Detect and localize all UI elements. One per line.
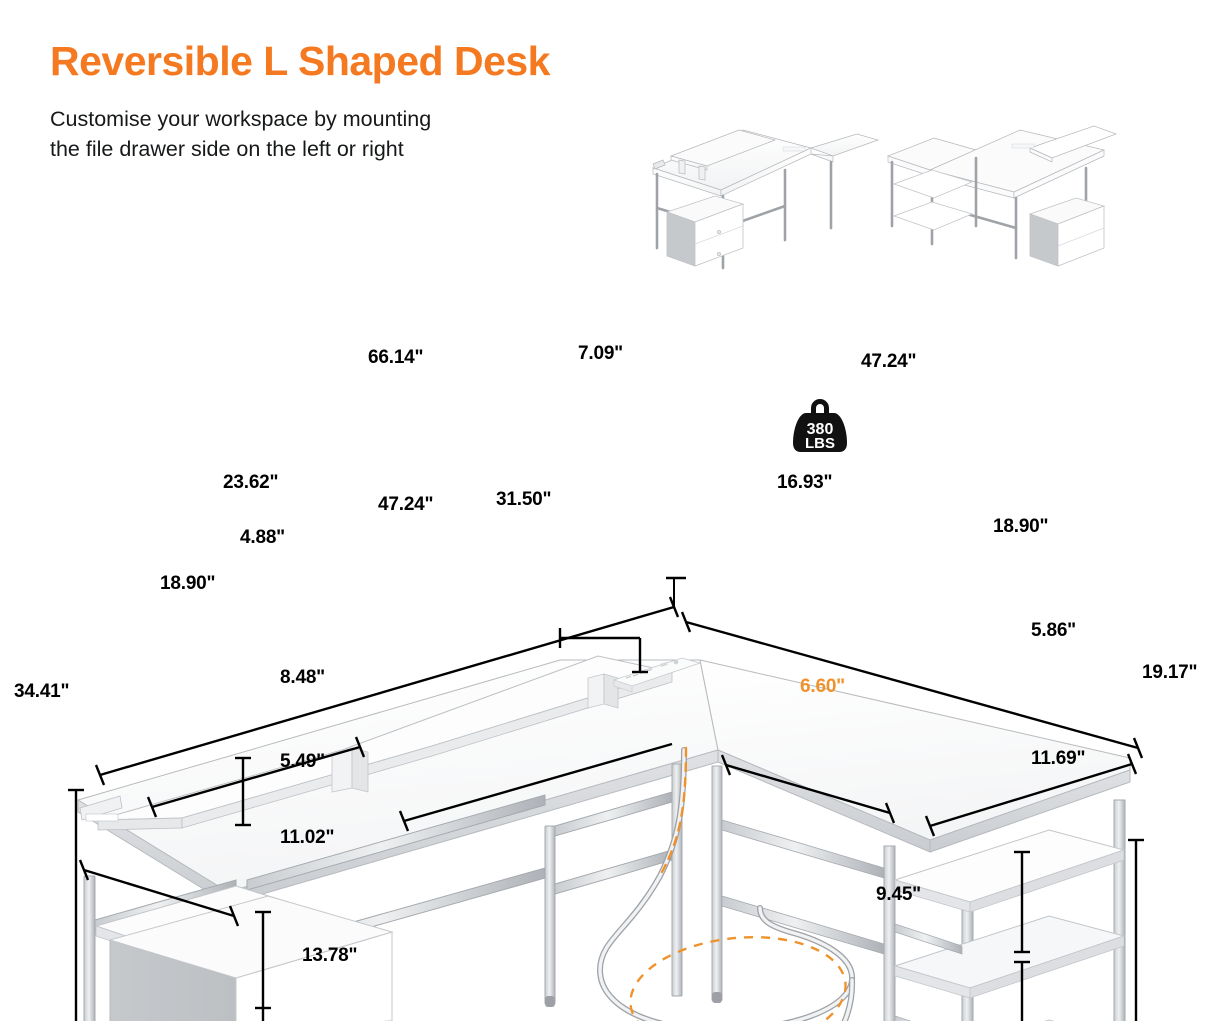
dim-power-cord-length: 6.60" [800,676,845,697]
dim-return-depth: 16.93" [777,472,833,493]
desk-illustration [76,655,1131,1026]
dim-overall-height: 34.41" [14,681,70,702]
page-title: Reversible L Shaped Desk [50,38,550,84]
dim-shelf-unit-height: 19.17" [1142,662,1198,683]
dim-desk-right-section: 31.50" [496,489,552,510]
dim-desk-long-top: 66.14" [368,347,424,368]
dimension-lines [68,576,1144,1026]
weight-value: 380 [807,421,834,438]
dim-drawer-upper: 5.49" [280,751,325,772]
weight-capacity-badge: 380 LBS [789,396,851,454]
main-isometric-diagram [0,280,1214,1026]
dim-monitor-stand-width: 23.62" [223,472,279,493]
dim-desk-left-section: 47.24" [378,494,434,515]
dim-desk-depth-left: 18.90" [160,573,216,594]
dim-shelf-unit-depth: 9.45" [876,884,921,905]
configuration-thumbnails [635,108,1125,283]
weight-kettlebell-icon [793,399,847,452]
page-subtitle: Customise your workspace by mounting the… [50,107,432,161]
thumbnail-drawer-left [635,108,880,283]
power-cord [596,746,856,1026]
dim-shelf-gap-lower: 11.69" [1031,748,1086,769]
dim-return-depth-right: 18.90" [993,516,1049,537]
file-drawer-cabinet [108,895,394,1026]
dim-monitor-stand-height: 4.88" [240,527,285,548]
dim-shelf-gap-upper: 5.86" [1031,620,1076,641]
weight-unit: LBS [805,435,835,452]
dim-cabinet-depth: 13.78" [302,945,358,966]
thumbnail-drawer-right [880,108,1125,283]
dim-return-top: 47.24" [861,351,917,372]
dim-monitor-stand-depth: 7.09" [578,343,623,364]
dim-drawer-lower: 11.02" [280,827,335,848]
dim-shelf-clearance-top: 8.48" [280,667,325,688]
power-strip-icon [612,657,702,693]
